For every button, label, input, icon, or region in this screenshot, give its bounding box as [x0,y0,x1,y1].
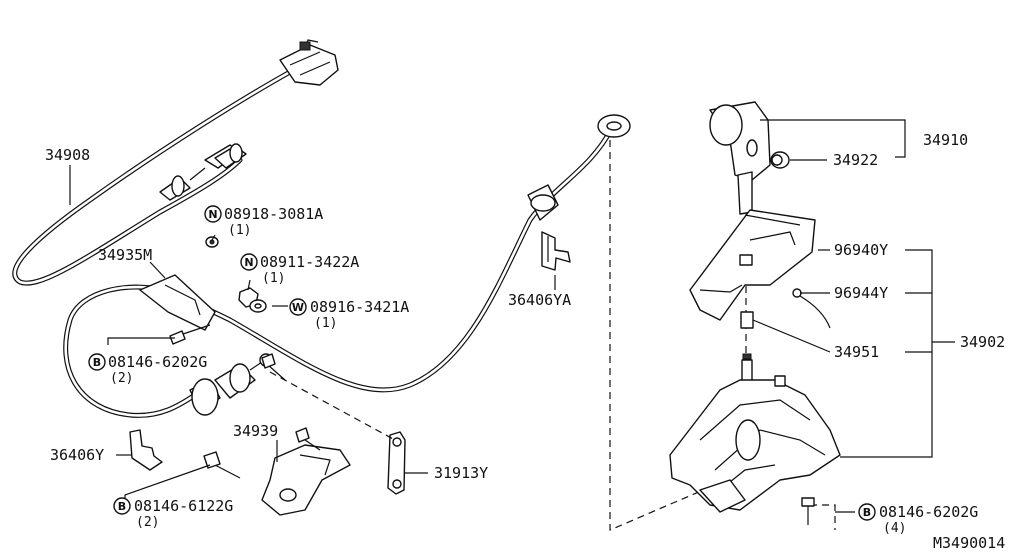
label-w1-code: 08916-3421A [310,298,409,316]
label-b2-qty: (2) [136,515,159,530]
label-36406YA: 36406YA [508,291,571,309]
clip-36406Y [129,429,163,471]
link-31913Y [387,431,406,495]
cable-34935M [63,114,631,418]
marker-n2-text: N [244,256,253,269]
label-34902: 34902 [960,333,1005,351]
clip-36406YA [541,231,571,271]
markers: N N W B B B [88,205,876,521]
label-n1-qty: (1) [228,223,251,238]
label-36406Y: 36406Y [50,446,104,464]
diagram-id: M3490014 [933,534,1005,552]
label-96944Y: 96944Y [834,284,888,302]
label-b1-code: 08146-6202G [108,353,207,371]
detent-34951 [740,311,754,360]
label-b2-code: 08146-6122G [134,497,233,515]
marker-n2 [240,253,258,271]
label-n2-qty: (1) [262,271,285,286]
bracket-34939 [203,427,351,516]
marker-b1 [88,353,106,371]
lever-base-34902 [669,359,841,525]
marker-n1 [204,205,222,223]
label-b3-qty: (4) [883,521,906,536]
label-n2-code: 08911-3422A [260,253,359,271]
bulb-96944Y [792,288,831,329]
label-34908: 34908 [45,146,90,164]
fasteners-left [169,236,286,381]
indicator-96940Y [689,209,816,321]
label-96940Y: 96940Y [834,241,888,259]
label-34935M: 34935M [98,246,152,264]
marker-b2-text: B [118,500,126,513]
label-34922: 34922 [833,151,878,169]
label-31913Y: 31913Y [434,464,488,482]
label-b3-code: 08146-6202G [879,503,978,521]
marker-n1-text: N [208,208,217,221]
label-34951: 34951 [834,343,879,361]
marker-b1-text: B [93,356,101,369]
marker-b3 [858,503,876,521]
cable-34908 [12,39,339,286]
labels: 34908 34935M 08918-3081A (1) 08911-3422A… [45,131,1005,552]
label-w1-qty: (1) [314,316,337,331]
label-n1-code: 08918-3081A [224,205,323,223]
leader-lines [69,119,955,513]
label-34910: 34910 [923,131,968,149]
marker-b2 [113,497,131,515]
marker-w1-text: W [292,301,304,314]
marker-w1 [289,298,307,316]
label-b1-qty: (2) [110,371,133,386]
marker-b3-text: B [863,506,871,519]
shift-knob-34910 [709,101,790,215]
label-34939: 34939 [233,422,278,440]
